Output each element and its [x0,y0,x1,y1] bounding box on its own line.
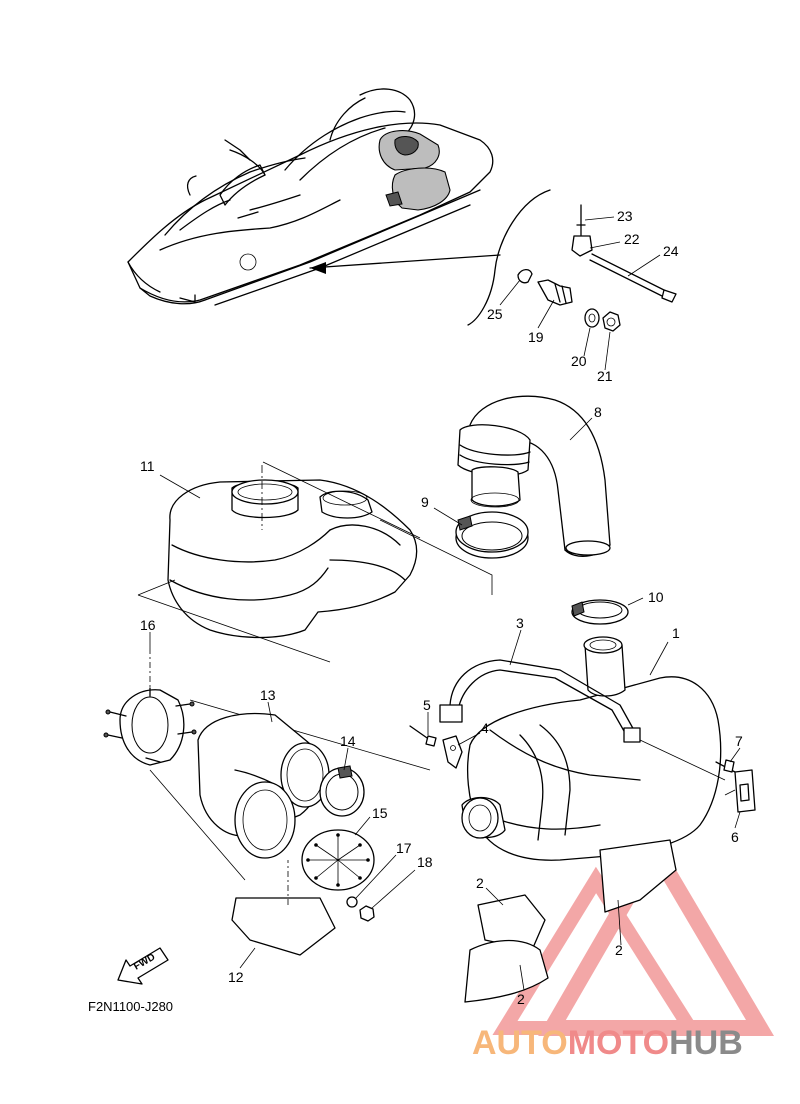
callout-25: 25 [487,306,503,322]
callout-8: 8 [594,404,602,420]
bolt-7 [715,759,736,773]
shield-sheet-2b [464,939,549,1003]
water-lock-11 [167,465,418,639]
callout-13: 13 [260,687,276,703]
heat-shield-12 [231,860,336,956]
flange-gasket [234,781,296,859]
callout-20: 20 [571,353,587,369]
watermark-logo [492,834,775,1036]
washer-17 [346,896,358,908]
callout-24: 24 [663,243,679,259]
callout-labels: 1 2 2 2 3 4 5 6 7 8 9 10 11 12 13 14 15 … [140,208,743,1007]
callout-11: 11 [140,458,155,474]
callout-19: 19 [528,329,544,345]
shield-sheet-2a [477,894,546,951]
svg-text:AUTOMOTOHUB: AUTOMOTOHUB [472,1024,743,1062]
hose-clamp-14 [319,765,365,817]
callout-21: 21 [597,368,613,384]
callout-22: 22 [624,231,640,247]
muffler-1 [461,636,722,861]
diagram-code: F2N1100-J280 [88,999,173,1014]
watermark-auto: AUTO [472,1024,568,1062]
callout-4: 4 [481,720,489,736]
callout-18: 18 [417,854,433,870]
exhaust-pipe-8 [457,395,611,557]
callout-23: 23 [617,208,633,224]
callout-5: 5 [423,697,431,713]
forward-direction-arrow: FWD [117,947,169,985]
shield-sheet-2c [599,839,677,913]
strap-3 [439,659,641,743]
callout-9: 9 [421,494,429,510]
flange-ring-16 [103,648,197,766]
callout-6: 6 [731,829,739,845]
nut-18 [359,905,375,922]
hose-clamp-9 [455,511,529,559]
leader-lines [149,216,741,991]
watermark-moto: MOTO [568,1024,669,1062]
watermark-text: AUTOMOTOHUB [472,1024,743,1062]
hose-fitting-detail [467,189,677,332]
bracket-4 [442,735,463,769]
callout-2a: 2 [476,875,484,891]
watercraft-overview [127,88,501,306]
callout-2c: 2 [615,942,623,958]
bolt-5 [409,725,437,747]
callout-12: 12 [228,969,244,985]
bracket-6 [734,769,756,813]
callout-3: 3 [516,615,524,631]
callout-1: 1 [672,625,680,641]
callout-15: 15 [372,805,388,821]
callout-14: 14 [340,733,356,749]
watermark-hub: HUB [669,1024,743,1062]
callout-7: 7 [735,733,743,749]
callout-16: 16 [140,617,156,633]
hose-clamp-10 [571,599,629,625]
gasket-plate-15 [301,829,375,891]
callout-10: 10 [648,589,664,605]
callout-17: 17 [396,840,412,856]
callout-2b: 2 [517,991,525,1007]
